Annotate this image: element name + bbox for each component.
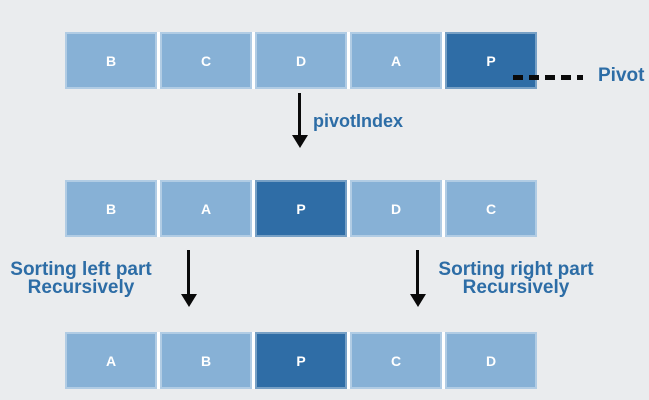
array-cell: A [160,180,252,237]
array-cell: C [160,32,252,89]
array-cell: B [65,32,157,89]
sorting-left-label-line2: Recursively [27,277,135,298]
array-cell: C [445,180,537,237]
sorting-right-label-line1: Sorting right part [438,259,594,280]
right-recursion-arrow-down-icon [416,250,419,295]
array-cell: D [255,32,347,89]
sorting-left-label: Sorting left part Recursively [0,259,167,298]
pivot-label: Pivot [598,65,645,86]
pivot-dashed-connector-line [513,75,583,80]
array-cell-pivot: P [445,32,537,89]
array-cell-pivot: P [255,180,347,237]
array-cell: B [65,180,157,237]
array-cell: D [445,332,537,389]
array-cell: D [350,180,442,237]
array-cell: B [160,332,252,389]
sorting-right-label-line2: Recursively [462,277,570,298]
pivot-index-arrow-down-icon [298,93,301,136]
sorting-left-label-line1: Sorting left part [10,259,152,280]
array-cell: A [350,32,442,89]
sorting-right-label: Sorting right part Recursively [430,259,602,298]
array-cell: A [65,332,157,389]
pivot-index-label: pivotIndex [313,111,404,131]
left-recursion-arrow-down-icon [187,250,190,295]
array-cell-pivot: P [255,332,347,389]
array-cell: C [350,332,442,389]
